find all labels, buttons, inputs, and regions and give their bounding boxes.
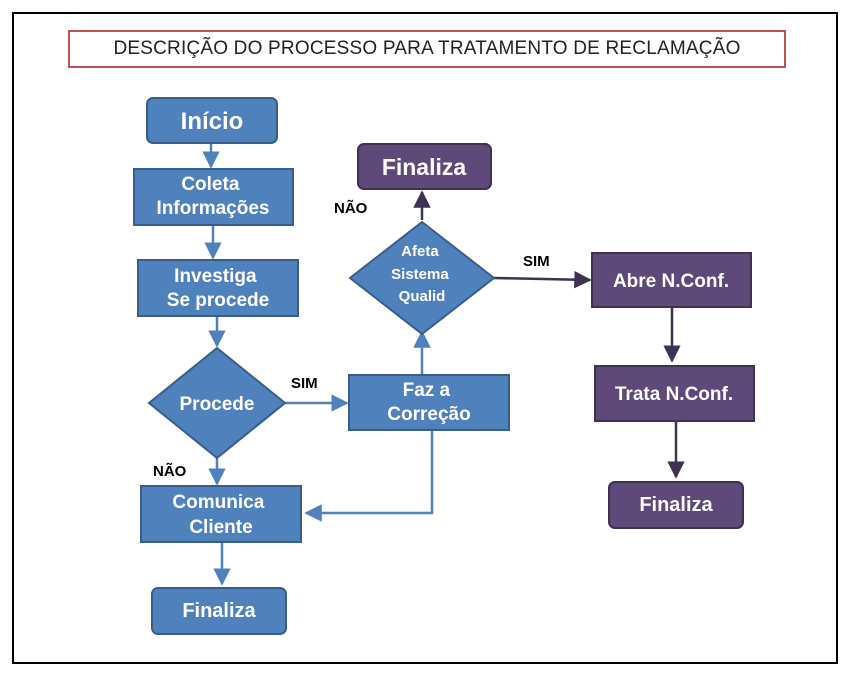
node-correcao-label: Faz a Correção [387, 380, 470, 425]
node-coleta-label: Coleta Informações [157, 174, 270, 219]
node-afeta[interactable] [348, 220, 496, 336]
edge-correcao-comunica [304, 430, 434, 522]
node-comunica[interactable] [140, 485, 302, 543]
node-trata[interactable] [594, 365, 755, 422]
node-inicio-label: Início [181, 108, 244, 135]
node-procede[interactable] [147, 346, 287, 460]
node-investiga-label: Investiga Se procede [167, 266, 269, 311]
node-procede-label: Procede [180, 394, 255, 415]
node-investiga[interactable] [137, 259, 299, 317]
node-finaliza-top-label: Finaliza [382, 154, 467, 180]
node-finaliza-left-label: Finaliza [182, 600, 256, 622]
node-finaliza-right[interactable] [608, 481, 744, 529]
diagram-frame [12, 12, 838, 664]
edge-label-procede-sim: SIM [291, 375, 318, 392]
node-trata-label: Trata N.Conf. [615, 384, 733, 405]
node-finaliza-top[interactable] [357, 143, 492, 190]
node-finaliza-right-label: Finaliza [639, 494, 713, 516]
node-finaliza-left[interactable] [151, 587, 287, 635]
node-afeta-label: Afeta Sistema Qualid [391, 243, 453, 305]
node-coleta[interactable] [133, 168, 294, 226]
edge-label-procede-nao: NÃO [153, 462, 187, 480]
node-correcao[interactable] [348, 374, 510, 431]
edge-label-afeta-nao: NÃO [334, 199, 368, 217]
edge-afeta-abre [493, 270, 592, 289]
edge-label-afeta-sim: SIM [523, 253, 550, 270]
node-abre-label: Abre N.Conf. [613, 271, 729, 292]
node-abre[interactable] [591, 252, 752, 308]
diagram-title: DESCRIÇÃO DO PROCESSO PARA TRATAMENTO DE… [68, 30, 786, 68]
node-inicio[interactable] [146, 97, 278, 144]
node-comunica-label: Comunica Cliente [172, 492, 269, 538]
